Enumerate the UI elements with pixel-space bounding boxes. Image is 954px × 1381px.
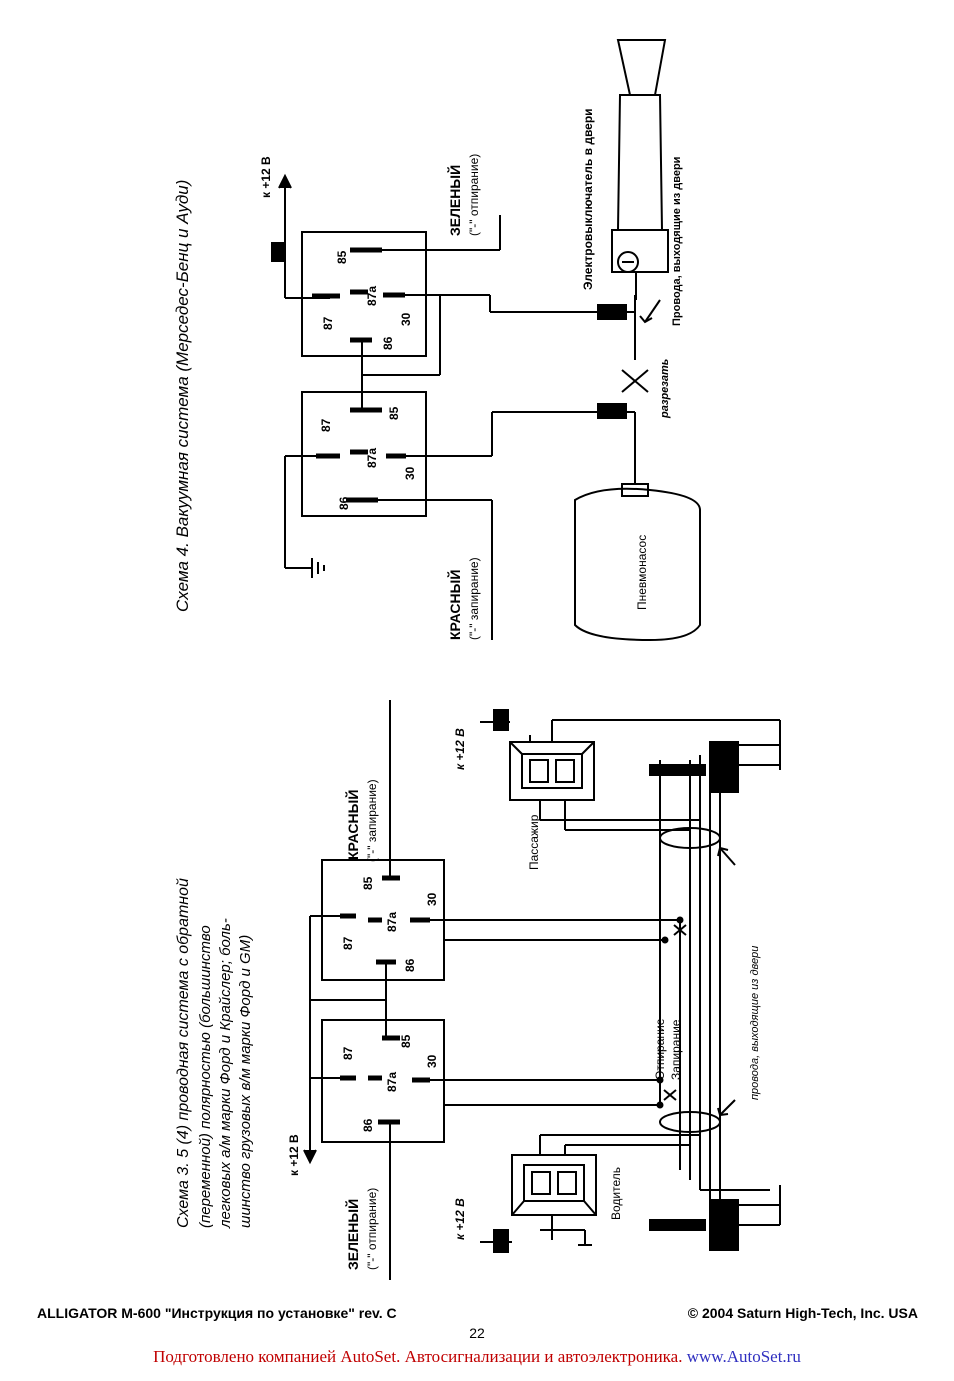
pin-30: 30 [425,892,439,906]
credit-text: Подготовлено компанией AutoSet. Автосигн… [153,1347,683,1366]
schema3-green: ЗЕЛЕНЫЙ [344,1199,361,1270]
schema3-red-sub: ("-" запирание) [365,779,379,862]
pin-86: 86 [337,496,351,510]
pin-85: 85 [399,1034,413,1048]
pin-85: 85 [361,876,375,890]
pin-86: 86 [361,1118,375,1132]
schema4-switch-label: Электровыключатель в двери [581,108,595,290]
pin-87a: 87a [365,448,379,468]
schema3-red: КРАСНЫЙ [344,790,361,860]
schema3-title-2: (переменной) полярностью (большинство [197,925,214,1228]
pin-85: 85 [335,250,349,264]
schema3-title-1: Схема 3. 5 (4) проводная система с обрат… [175,878,192,1228]
schema3-plus12: к +12 В [287,1134,301,1176]
pin-87a: 87a [385,1072,399,1092]
pin-87a: 87a [385,912,399,932]
schema4-plus12: к +12 В [259,156,273,198]
credit-line: Подготовлено компанией AutoSet. Автосигн… [0,1347,954,1367]
schema4-pump-label: Пневмонасос [635,535,649,610]
pin-87: 87 [341,936,355,950]
pin-30: 30 [425,1054,439,1068]
pin-86: 86 [381,336,395,350]
schema3-wires-label: провода, выходящие из двери [749,946,761,1100]
schema4-cut-label: разрезать [659,359,671,419]
schema3-passenger: Пассажир [527,814,541,870]
pin-30: 30 [403,466,417,480]
pin-85: 85 [387,406,401,420]
footer-document-title: ALLIGATOR M-600 "Инструкция по установке… [37,1305,397,1321]
schema4-wires-label: Провода, выходящие из двери [671,157,683,326]
pin-30: 30 [399,312,413,326]
schema3-green-sub: ("-" отпирание) [365,1188,379,1270]
schema3-unlock: Отпирание [653,1018,667,1080]
pin-87a: 87a [365,286,379,306]
pin-87: 87 [321,316,335,330]
schema4-green: ЗЕЛЕНЫЙ [446,165,463,236]
page-number: 22 [469,1325,485,1341]
schema4-title: Схема 4. Вакуумная система (Мерседес-Бен… [173,180,192,612]
pin-87: 87 [319,418,333,432]
footer-copyright: © 2004 Saturn High-Tech, Inc. USA [687,1305,918,1321]
schema3-driver: Водитель [609,1167,623,1220]
schema4-green-sub: ("-" отпирание) [467,154,481,236]
schema3-plus12-passenger: к +12 В [453,728,467,770]
relay-1-body [301,391,427,517]
wiring-diagrams: Схема 4. Вакуумная система (Мерседес-Бен… [173,39,781,1280]
schema3-title-3: легковых а/м марки Форд и Крайслер; боль… [217,918,234,1229]
pin-87: 87 [341,1046,355,1060]
pin-86: 86 [403,958,417,972]
credit-link[interactable]: www.AutoSet.ru [686,1347,801,1366]
schema3-lock: Запирание [669,1019,683,1080]
schema4-red: КРАСНЫЙ [446,570,463,640]
schema3-plus12-driver: к +12 В [453,1198,467,1240]
schema3-title-4: шинство грузовых в/м марки Форд и GM) [237,935,254,1228]
schema4-red-sub: ("-" запирание) [467,557,481,640]
